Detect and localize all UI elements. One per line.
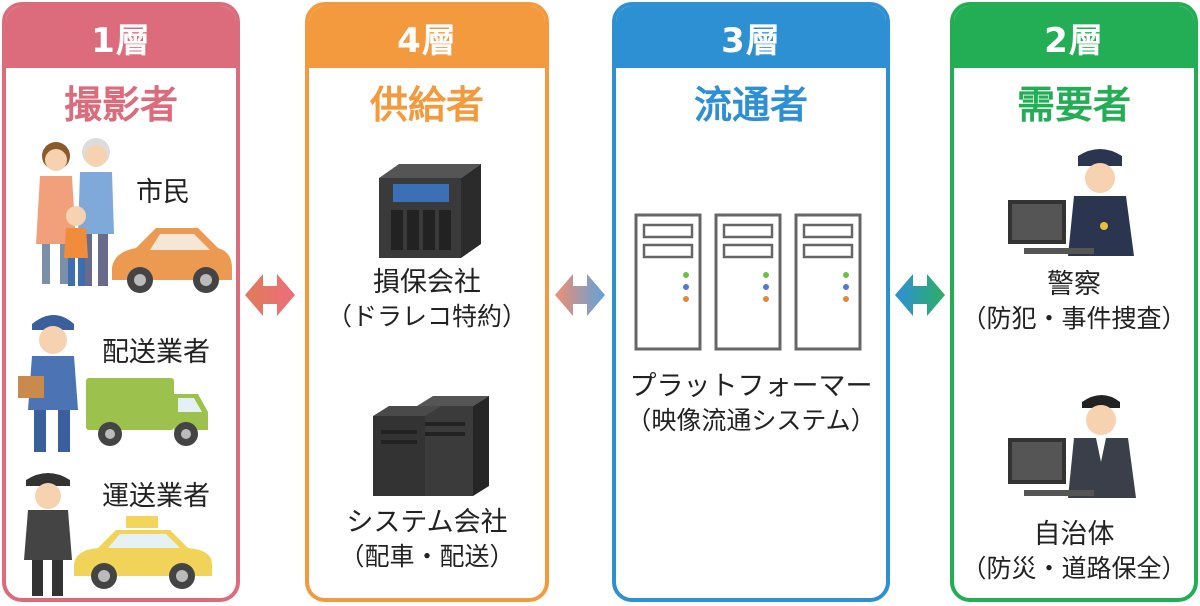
truck-icon <box>82 372 212 452</box>
municipality-note: （防災・道路保全） <box>961 554 1187 583</box>
bidirectional-arrow-icon <box>245 274 295 316</box>
system-note: （配車・配送） <box>339 542 515 571</box>
layer3-header: 3層 <box>616 6 886 68</box>
tower-servers-icon <box>369 390 493 500</box>
layer4-title: 供給者 <box>369 83 484 127</box>
delivery-man-icon <box>18 306 88 456</box>
taxi-icon <box>68 514 218 594</box>
police-note: （防犯・事件捜査） <box>961 304 1187 333</box>
transport-label: 運送業者 <box>102 481 210 512</box>
distributor-note: （映像流通システム） <box>626 406 876 435</box>
layer1-title: 撮影者 <box>63 83 178 127</box>
family-icon <box>26 134 126 294</box>
layer2-header: 2層 <box>954 6 1194 68</box>
column-layer1: 1層 撮影者 市民 <box>2 2 240 602</box>
police-label: 警察 （防犯・事件捜査） <box>954 268 1194 336</box>
insurance-label: 損保会社 （ドラレコ特約） <box>309 266 545 334</box>
bidirectional-arrow-icon <box>895 274 945 316</box>
bidirectional-arrow-icon <box>555 274 605 316</box>
insurance-name: 損保会社 <box>373 267 481 298</box>
citizen-label: 市民 <box>136 177 190 208</box>
municipality-name: 自治体 <box>1033 519 1115 550</box>
official-icon <box>1004 386 1144 506</box>
system-label: システム会社 （配車・配送） <box>309 506 545 574</box>
layer4-header: 4層 <box>309 6 545 68</box>
layer1-header: 1層 <box>6 6 236 68</box>
delivery-label: 配送業者 <box>102 337 210 368</box>
car-icon <box>106 218 236 296</box>
nas-server-icon <box>369 158 489 260</box>
police-officer-icon <box>1004 146 1144 262</box>
column-layer4: 4層 供給者 損保会社 （ドラレコ特約） システム会社 （配車・配送） <box>305 2 549 602</box>
column-layer3: 3層 流通者 プラットフォーマー （映像流通システム） <box>612 2 890 602</box>
municipality-label: 自治体 （防災・道路保全） <box>954 518 1194 586</box>
insurance-note: （ドラレコ特約） <box>326 302 527 331</box>
server-rack-icon <box>632 211 872 353</box>
system-name: システム会社 <box>346 507 508 538</box>
layer3-title: 流通者 <box>693 83 808 127</box>
distributor-name: プラットフォーマー <box>629 371 873 402</box>
police-name: 警察 <box>1047 269 1101 300</box>
layer2-title: 需要者 <box>1016 83 1131 127</box>
column-layer2: 2層 需要者 警察 （防犯・事件捜査） 自治体 （防災・道路保全） <box>950 2 1198 602</box>
taxi-driver-icon <box>18 464 78 598</box>
distributor-label: プラットフォーマー （映像流通システム） <box>616 370 886 438</box>
